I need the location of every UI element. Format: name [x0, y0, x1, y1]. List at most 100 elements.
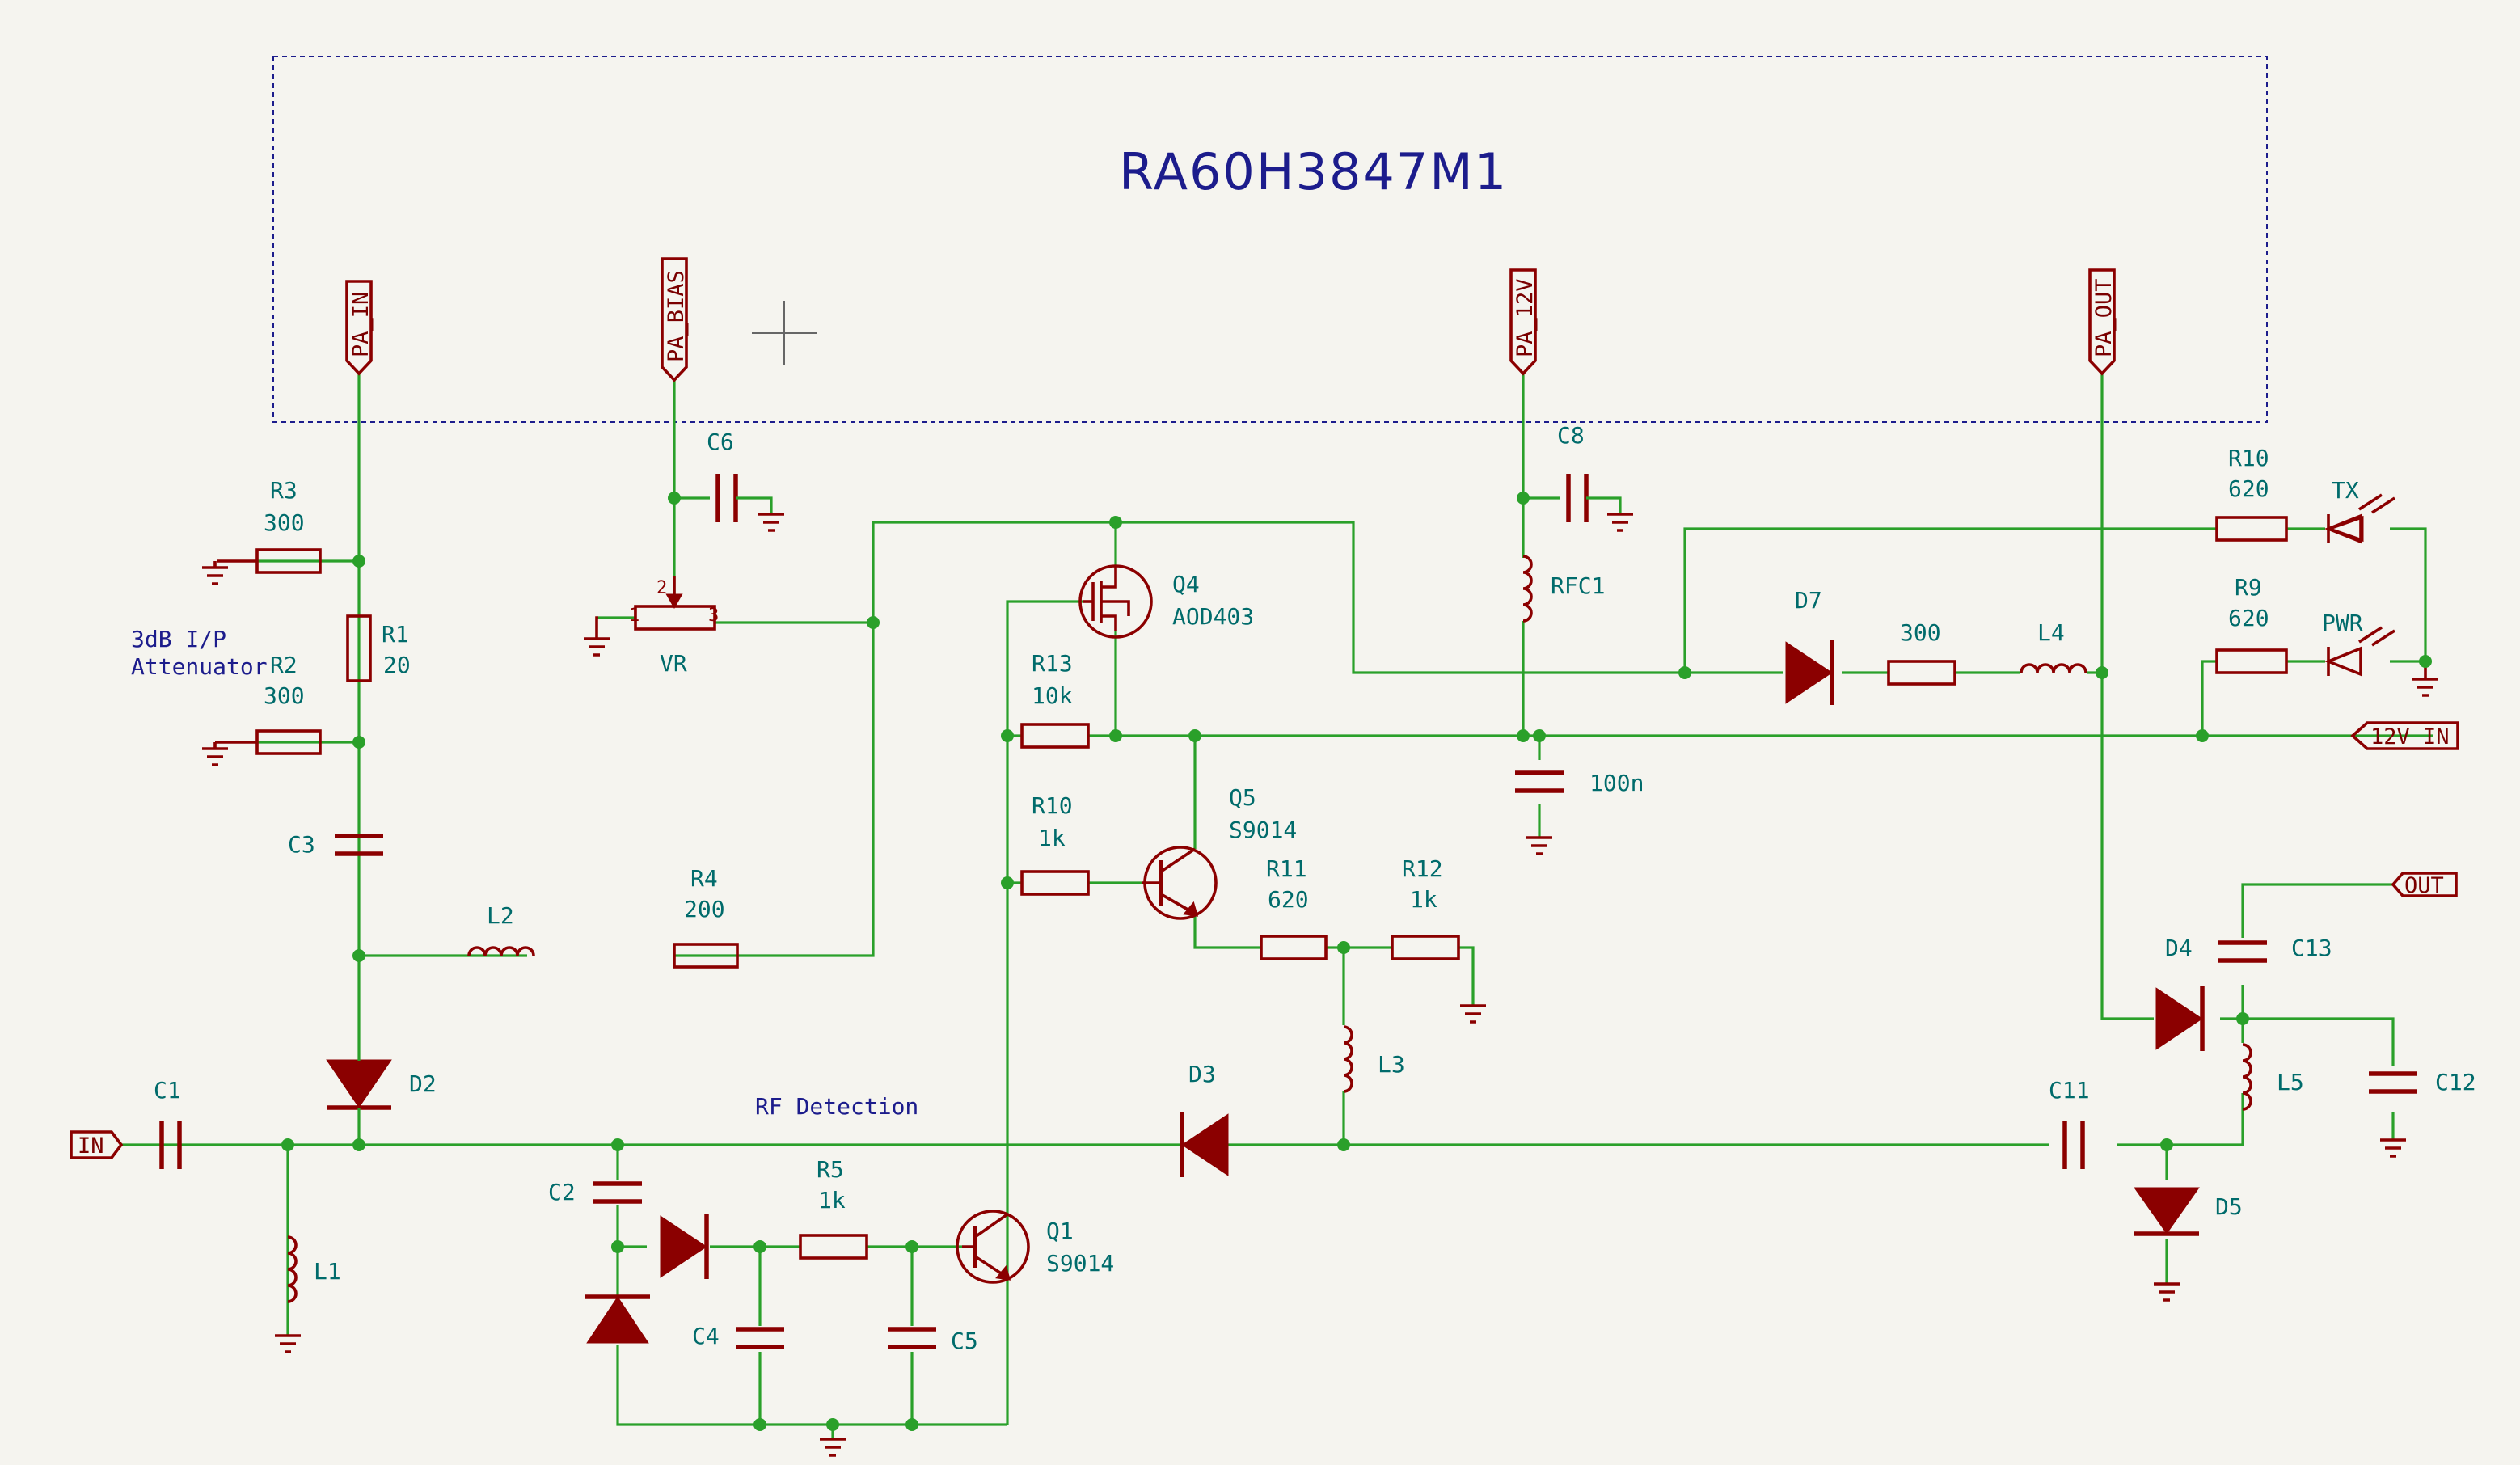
- svg-text:100n: 100n: [1589, 770, 1644, 796]
- wires: [121, 374, 2433, 1439]
- npn-q1: Q1 S9014: [956, 1210, 1114, 1284]
- capacitor-100n: 100n: [1515, 770, 1644, 796]
- resistor-d7-series: 300: [1887, 619, 1956, 686]
- svg-text:L1: L1: [314, 1258, 341, 1285]
- svg-text:20: 20: [383, 652, 411, 678]
- svg-text:R10: R10: [2228, 445, 2269, 471]
- svg-text:C3: C3: [288, 831, 315, 858]
- svg-text:1: 1: [629, 606, 639, 626]
- svg-text:S9014: S9014: [1046, 1250, 1114, 1277]
- resistor-r10-1k: R10 1k: [1020, 792, 1090, 896]
- diode-rf-detector-a: [660, 1214, 709, 1279]
- svg-text:C8: C8: [1557, 422, 1585, 449]
- svg-text:R2: R2: [270, 652, 298, 678]
- out-label: OUT: [2404, 873, 2444, 898]
- pa-in-label: PA_IN: [348, 292, 374, 357]
- svg-text:620: 620: [2228, 475, 2269, 502]
- resistor-r2: R2 300: [255, 652, 322, 755]
- inductor-l4: L4: [2020, 619, 2087, 673]
- svg-text:R13: R13: [1032, 650, 1073, 677]
- svg-text:Q1: Q1: [1046, 1218, 1074, 1244]
- svg-text:1k: 1k: [1038, 825, 1066, 851]
- resistor-r12: R12 1k: [1391, 855, 1460, 960]
- svg-text:TX: TX: [2332, 477, 2359, 504]
- svg-text:R11: R11: [1266, 855, 1307, 882]
- svg-text:R10: R10: [1032, 792, 1073, 819]
- svg-text:D3: D3: [1188, 1061, 1216, 1087]
- svg-text:D5: D5: [2215, 1193, 2243, 1220]
- pa-12v-port: PA_12V: [1509, 268, 1538, 376]
- pa-12v-label: PA_12V: [1513, 278, 1538, 357]
- ground-symbols: [202, 513, 2438, 1457]
- attenuator-note-line2: Attenuator: [131, 653, 268, 680]
- svg-text:S9014: S9014: [1229, 817, 1297, 843]
- diode-d5: D5: [2134, 1187, 2243, 1236]
- pa-bias-label: PA_BIAS: [664, 270, 689, 362]
- svg-text:C2: C2: [548, 1179, 576, 1205]
- svg-text:R5: R5: [817, 1156, 844, 1183]
- svg-text:1k: 1k: [1410, 886, 1437, 913]
- svg-text:C5: C5: [951, 1328, 978, 1354]
- capacitor-c4: C4: [692, 1323, 784, 1349]
- npn-q5: Q5 S9014: [1142, 784, 1297, 920]
- svg-text:R3: R3: [270, 477, 298, 504]
- svg-text:10k: 10k: [1032, 682, 1073, 709]
- svg-text:2: 2: [656, 578, 667, 598]
- svg-text:620: 620: [2228, 605, 2269, 631]
- inductor-l5: L5: [2242, 1043, 2304, 1111]
- capacitor-c1: C1: [154, 1077, 182, 1169]
- capacitor-c8: C8: [1557, 422, 1622, 522]
- svg-text:C13: C13: [2291, 935, 2332, 961]
- svg-text:3: 3: [708, 606, 719, 626]
- svg-text:300: 300: [1900, 619, 1941, 646]
- svg-text:L2: L2: [487, 902, 514, 929]
- capacitor-c5: C5: [888, 1327, 978, 1354]
- inductor-rfc1: RFC1: [1522, 555, 1605, 623]
- inductor-l3: L3: [1343, 1025, 1405, 1093]
- in-label: IN: [78, 1134, 104, 1159]
- svg-text:200: 200: [684, 896, 725, 922]
- svg-text:620: 620: [1268, 886, 1309, 913]
- svg-text:C11: C11: [2049, 1077, 2090, 1104]
- module-title: RA60H3847M1: [1119, 142, 1508, 201]
- pa-bias-port: PA_BIAS: [661, 257, 689, 382]
- pa-out-label: PA_OUT: [2092, 278, 2117, 357]
- module-box: [272, 56, 2268, 423]
- diode-d3: D3: [1180, 1061, 1229, 1177]
- capacitor-c11: C11: [2049, 1077, 2090, 1169]
- svg-text:D7: D7: [1795, 587, 1822, 614]
- svg-text:R4: R4: [690, 865, 718, 892]
- diode-d4: D4: [2155, 935, 2205, 1051]
- svg-text:Q5: Q5: [1229, 784, 1256, 811]
- resistor-r4: R4 200: [673, 865, 739, 969]
- attenuator-note-line1: 3dB I/P: [131, 626, 226, 652]
- svg-text:L5: L5: [2277, 1069, 2304, 1096]
- diode-d2: D2: [326, 956, 437, 1145]
- capacitor-c13: C13: [2218, 935, 2332, 963]
- svg-text:R9: R9: [2235, 574, 2262, 601]
- potentiometer-vr: 1 2 3 VR: [629, 576, 719, 677]
- pa-out-port: PA_OUT: [2088, 268, 2117, 376]
- svg-text:RFC1: RFC1: [1551, 572, 1605, 599]
- svg-text:C6: C6: [707, 429, 734, 455]
- svg-text:300: 300: [264, 509, 305, 536]
- capacitor-c2: C2: [548, 1179, 642, 1205]
- svg-text:PWR: PWR: [2322, 610, 2363, 636]
- svg-text:C12: C12: [2435, 1069, 2476, 1096]
- led-pwr: PWR: [2322, 610, 2395, 677]
- in-port: IN: [70, 1130, 124, 1159]
- resistor-r10-620: R10 620: [2215, 445, 2288, 542]
- resistor-r9: R9 620: [2215, 574, 2288, 674]
- resistor-r5: R5 1k: [799, 1156, 868, 1260]
- diode-d7: D7: [1785, 587, 1834, 705]
- diode-rf-detector-b: [585, 1294, 650, 1344]
- svg-text:VR: VR: [660, 650, 687, 677]
- svg-text:1k: 1k: [818, 1187, 846, 1214]
- svg-text:300: 300: [264, 682, 305, 709]
- out-port: OUT: [2391, 872, 2458, 898]
- svg-text:AOD403: AOD403: [1172, 603, 1254, 630]
- pa-in-port: PA_IN: [345, 280, 374, 376]
- inductor-l1: L1: [287, 1235, 341, 1303]
